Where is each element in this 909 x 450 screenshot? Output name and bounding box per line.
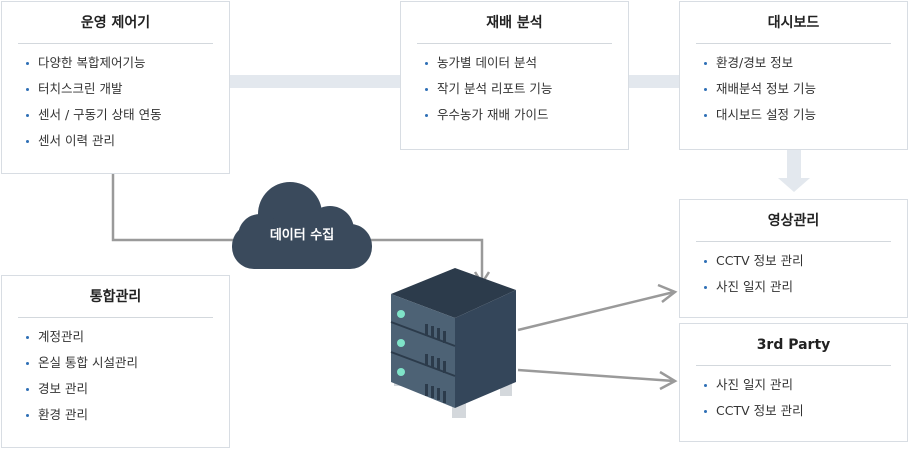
connector-analysis-dashboard	[628, 75, 680, 88]
connector-server-video	[517, 290, 675, 332]
list-item: 작기 분석 리포트 기능	[401, 76, 628, 102]
box-list: 계정관리 온실 통합 시설관리 경보 관리 환경 관리	[2, 318, 229, 428]
box-title: 운영 제어기	[18, 2, 213, 44]
arrowhead-thirdparty-icon	[659, 370, 678, 391]
box-list: 환경/경보 정보 재배분석 정보 기능 대시보드 설정 기능	[680, 44, 907, 128]
list-item: 온실 통합 시설관리	[2, 350, 229, 376]
list-item: CCTV 정보 관리	[680, 248, 907, 274]
connector-operation-analysis	[229, 75, 401, 88]
connector-cloud-server	[360, 238, 484, 282]
list-item: 재배분석 정보 기능	[680, 76, 907, 102]
box-dashboard: 대시보드 환경/경보 정보 재배분석 정보 기능 대시보드 설정 기능	[679, 1, 908, 150]
box-title: 재배 분석	[417, 2, 612, 44]
arrowhead-video-icon	[657, 283, 678, 303]
list-item: 환경 관리	[2, 402, 229, 428]
box-list: 사진 일지 관리 CCTV 정보 관리	[680, 366, 907, 424]
list-item: CCTV 정보 관리	[680, 398, 907, 424]
list-item: 대시보드 설정 기능	[680, 102, 907, 128]
list-item: 환경/경보 정보	[680, 50, 907, 76]
list-item: 다양한 복합제어기능	[2, 50, 229, 76]
box-video-management: 영상관리 CCTV 정보 관리 사진 일지 관리	[679, 199, 908, 318]
box-title: 영상관리	[696, 200, 891, 242]
down-arrow-icon	[778, 150, 810, 192]
connector-server-thirdparty	[517, 368, 675, 383]
list-item: 계정관리	[2, 324, 229, 350]
box-cultivation-analysis: 재배 분석 농가별 데이터 분석 작기 분석 리포트 기능 우수농가 재배 가이…	[400, 1, 629, 150]
box-third-party: 3rd Party 사진 일지 관리 CCTV 정보 관리	[679, 323, 908, 442]
box-title: 3rd Party	[696, 324, 891, 366]
box-list: CCTV 정보 관리 사진 일지 관리	[680, 242, 907, 300]
server-icon	[390, 268, 516, 418]
box-list: 다양한 복합제어기능 터치스크린 개발 센서 / 구동기 상태 연동 센서 이력…	[2, 44, 229, 154]
list-item: 사진 일지 관리	[680, 274, 907, 300]
list-item: 센서 / 구동기 상태 연동	[2, 102, 229, 128]
list-item: 사진 일지 관리	[680, 372, 907, 398]
list-item: 우수농가 재배 가이드	[401, 102, 628, 128]
connector-operation-cloud	[111, 174, 250, 242]
cloud-icon	[232, 182, 372, 269]
box-title: 통합관리	[18, 276, 213, 318]
list-item: 경보 관리	[2, 376, 229, 402]
box-title: 대시보드	[696, 2, 891, 44]
box-integrated-management: 통합관리 계정관리 온실 통합 시설관리 경보 관리 환경 관리	[1, 275, 230, 448]
cloud-label: 데이터 수집	[269, 228, 335, 243]
list-item: 농가별 데이터 분석	[401, 50, 628, 76]
box-operation-controller: 운영 제어기 다양한 복합제어기능 터치스크린 개발 센서 / 구동기 상태 연…	[1, 1, 230, 174]
list-item: 터치스크린 개발	[2, 76, 229, 102]
box-list: 농가별 데이터 분석 작기 분석 리포트 기능 우수농가 재배 가이드	[401, 44, 628, 128]
list-item: 센서 이력 관리	[2, 128, 229, 154]
